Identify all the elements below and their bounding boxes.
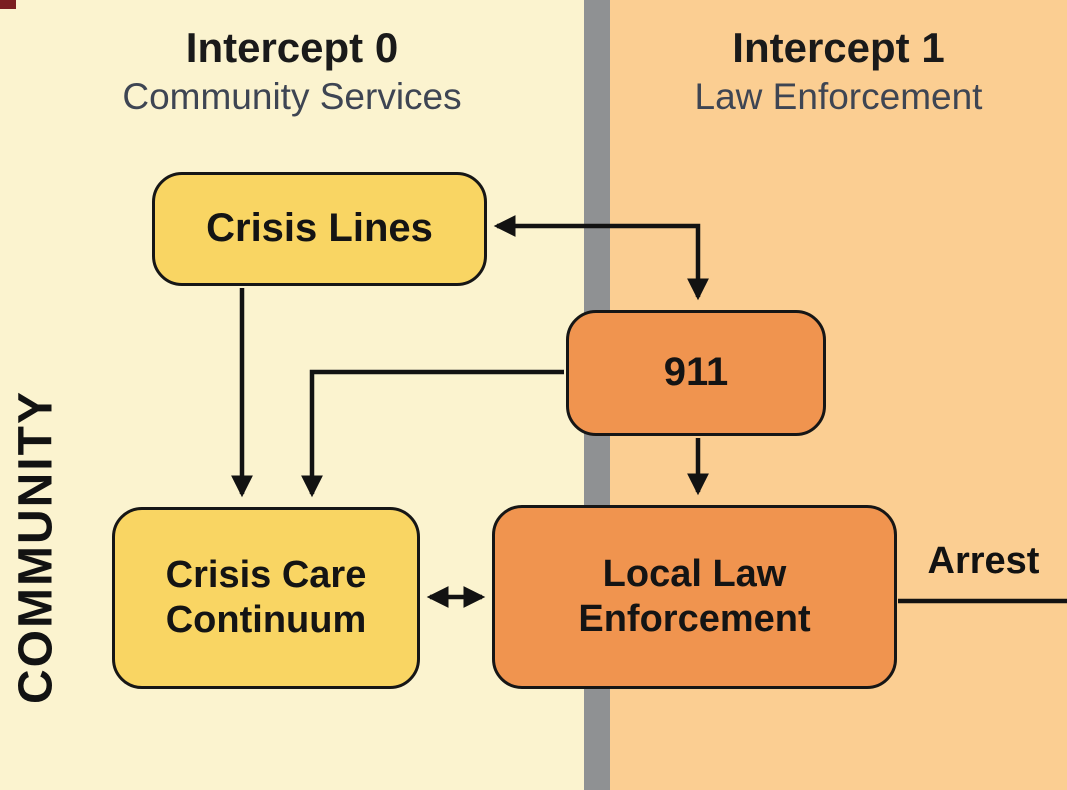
- intercept-1-title: Intercept 1: [732, 24, 945, 71]
- arrest-edge-label: Arrest: [927, 540, 1040, 582]
- intercept-1-header: Intercept 1 Law Enforcement: [610, 22, 1067, 119]
- node-crisis-lines: Crisis Lines: [152, 172, 487, 286]
- node-911: 911: [566, 310, 826, 436]
- intercept-1-subtitle: Law Enforcement: [694, 75, 983, 117]
- intercept-0-subtitle: Community Services: [122, 75, 462, 117]
- intercept-0-title: Intercept 0: [185, 24, 399, 71]
- node-crisis-care-continuum: Crisis Care Continuum: [112, 507, 420, 689]
- cropped-header-fragment: [0, 0, 16, 9]
- community-axis-label: COMMUNITY: [9, 390, 63, 704]
- intercept-0-header: Intercept 0 Community Services: [0, 22, 584, 119]
- node-local-law-enforcement: Local Law Enforcement: [492, 505, 897, 689]
